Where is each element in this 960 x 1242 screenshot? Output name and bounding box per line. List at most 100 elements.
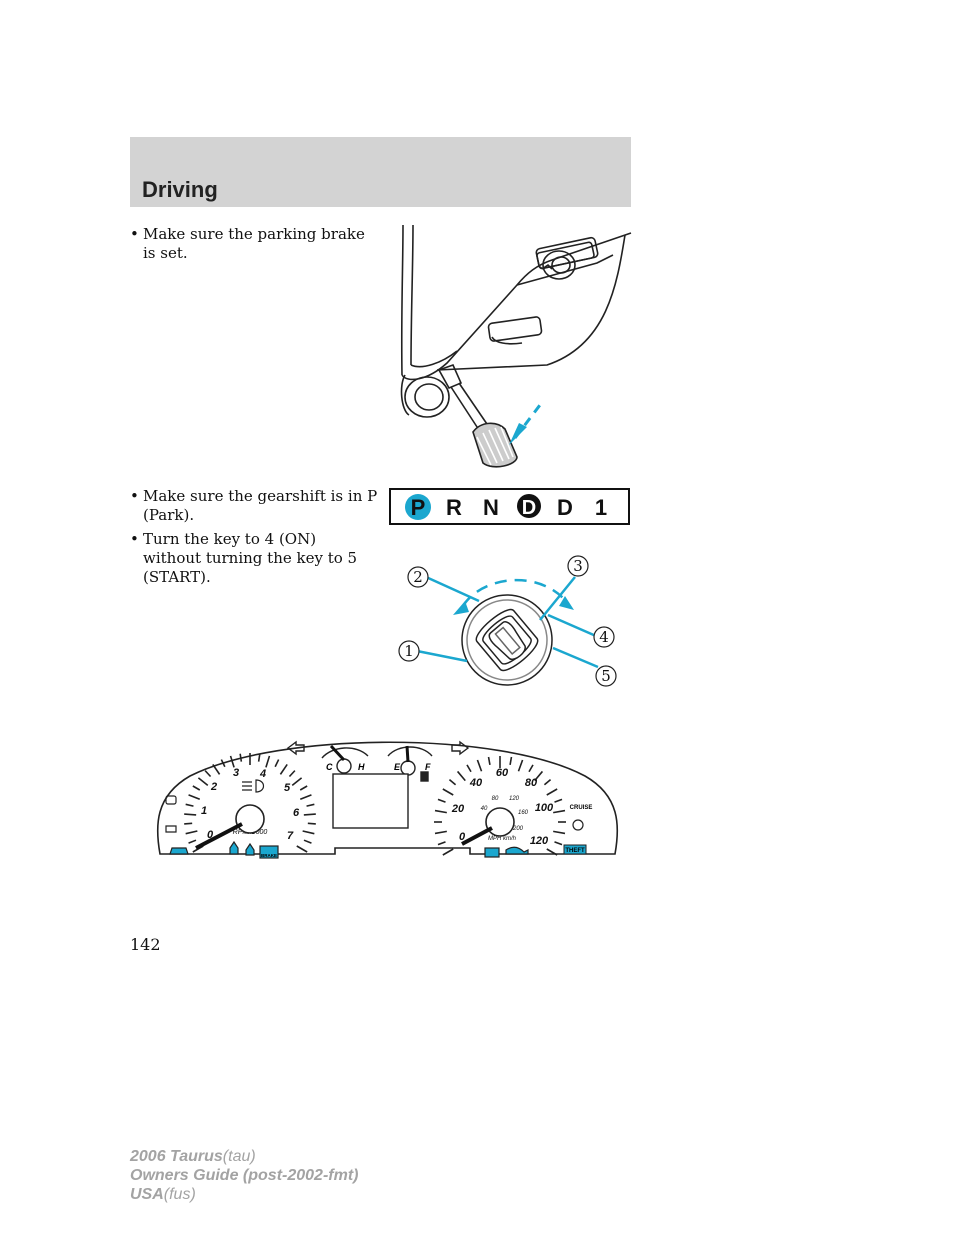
gauge-tick <box>239 753 243 762</box>
parking-brake-pedal-illustration <box>400 224 632 468</box>
left-turn-signal-icon <box>286 740 305 756</box>
cruise-control-icon <box>572 819 584 831</box>
bullet-dot: • <box>130 487 139 505</box>
oil-pressure-warning-icon <box>505 846 529 855</box>
footer-market-code: (fus) <box>163 1186 196 1203</box>
battery-warning-icon <box>484 847 500 858</box>
speed-label-80: 80 <box>525 777 538 789</box>
speed-label-0: 0 <box>459 831 466 843</box>
document-footer: 2006 Taurus(tau) Owners Guide (post-2002… <box>130 1147 358 1204</box>
gauge-tick <box>229 755 235 768</box>
bullet-dot: • <box>130 530 139 548</box>
key-position-5: 5 <box>601 667 611 685</box>
cruise-label: CRUISE <box>570 805 593 811</box>
gear-n-label: N <box>483 495 499 520</box>
gauge-tick <box>296 845 308 853</box>
temp-hot-label: H <box>358 762 365 772</box>
bullet-dot: • <box>130 225 139 243</box>
gauge-tick <box>291 777 303 786</box>
gear-overdrive-label: D <box>522 497 536 519</box>
page-number: 142 <box>130 935 161 954</box>
gauge-tick <box>434 830 447 835</box>
gauge-tick <box>303 839 312 844</box>
gauge-tick <box>546 848 558 856</box>
brake-label: BRAKE <box>261 853 277 858</box>
bullet-text: Make sure the parking brake is set. <box>143 225 365 262</box>
key-position-4: 4 <box>599 628 609 646</box>
footer-model: 2006 Taurus <box>130 1148 223 1165</box>
fuel-empty-label: E <box>394 762 401 772</box>
speedometer-ticks <box>434 756 566 856</box>
gauge-tick <box>306 803 315 807</box>
gauge-tick <box>192 785 201 791</box>
speed-label-100: 100 <box>535 802 554 814</box>
instrument-cluster-illustration: 0 1 2 3 4 5 6 7 RPMx1000 C H E F 0 20 40… <box>156 740 619 859</box>
gauge-tick <box>553 830 566 835</box>
gauge-tick <box>274 759 280 768</box>
kmh-label-160: 160 <box>518 810 529 816</box>
seatbelt-warning-icon <box>229 840 239 855</box>
speed-label-120: 120 <box>530 835 549 847</box>
gauge-tick <box>307 822 316 825</box>
section-header: Driving <box>130 137 631 207</box>
speed-label-20: 20 <box>451 803 465 815</box>
check-engine-icon <box>169 847 189 855</box>
gauge-tick <box>442 848 454 856</box>
footer-guide-type: Owners Guide (post-2002-fmt) <box>130 1167 359 1184</box>
gear-1-label: 1 <box>595 495 607 520</box>
gauge-tick <box>553 809 566 814</box>
traction-control-icon <box>165 825 177 833</box>
airbag-warning-icon <box>245 842 255 856</box>
gauge-tick <box>299 794 312 801</box>
gauge-tick <box>543 778 552 786</box>
gauge-tick <box>437 841 446 846</box>
tach-label-7: 7 <box>287 830 294 842</box>
kmh-label-120: 120 <box>509 796 520 802</box>
gauge-tick <box>257 753 261 762</box>
gauge-tick <box>448 778 457 786</box>
ignition-key-diagram: 1 2 3 4 5 <box>398 555 617 687</box>
tach-label-0: 0 <box>207 829 214 841</box>
headlamp-indicator-icon <box>242 779 265 793</box>
key-position-3: 3 <box>573 557 583 575</box>
speed-label-60: 60 <box>496 767 509 779</box>
kmh-label-200: 200 <box>512 826 524 832</box>
gear-r-label: R <box>446 495 462 520</box>
gear-p-highlight <box>405 494 431 520</box>
kmh-label-40: 40 <box>481 806 488 812</box>
tach-label-2: 2 <box>210 781 217 793</box>
footer-market: USA <box>130 1186 164 1203</box>
key-position-1: 1 <box>404 642 414 660</box>
gauge-tick <box>517 759 524 772</box>
section-title: Driving <box>142 177 218 202</box>
gear-p-label: P <box>411 495 426 520</box>
gauge-tick <box>554 841 563 846</box>
brake-warning-icon <box>259 845 279 859</box>
gauge-tick <box>299 785 308 791</box>
tach-label-6: 6 <box>293 807 300 819</box>
tach-label-3: 3 <box>233 767 239 779</box>
gauge-tick <box>302 830 315 835</box>
speed-unit-label: MPH km/h <box>488 836 517 842</box>
theft-indicator-label: THEFT <box>565 848 585 854</box>
gauge-tick <box>456 770 466 782</box>
tach-label-4: 4 <box>259 768 266 780</box>
gauge-tick <box>546 788 558 796</box>
odometer-display <box>332 773 409 829</box>
gear-d-label: D <box>557 495 573 520</box>
gauge-tick <box>197 777 209 786</box>
tach-label-5: 5 <box>284 782 291 794</box>
key-position-2: 2 <box>413 568 423 586</box>
bullet-text: Make sure the gearshift is in P (Park). <box>143 487 378 524</box>
gauge-tick <box>528 764 534 773</box>
abs-warning-icon <box>165 795 177 805</box>
gauge-tick <box>476 759 483 772</box>
gauge-tick <box>204 770 212 778</box>
gauge-tick <box>185 830 198 835</box>
gauge-tick <box>534 770 544 782</box>
gauge-tick <box>437 798 446 803</box>
gauge-tick <box>288 770 296 778</box>
gauge-tick <box>466 764 472 773</box>
gauge-tick <box>442 788 454 796</box>
gauge-tick <box>554 798 563 803</box>
